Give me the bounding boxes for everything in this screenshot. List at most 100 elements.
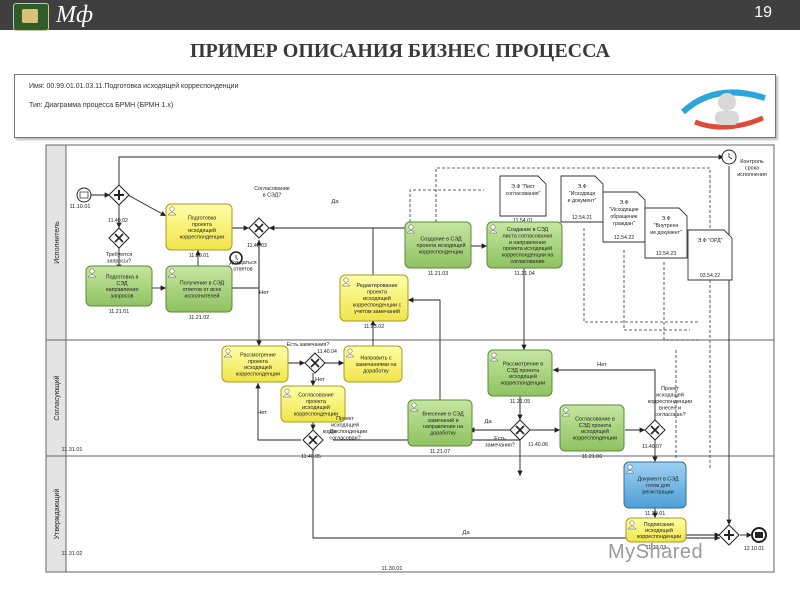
task-text: корреспонденции на [502, 253, 554, 259]
task-text: исходящей [188, 227, 216, 234]
task-text: корреспонденции [294, 412, 338, 418]
sequence-flow [312, 450, 720, 541]
task-text: СЭД проекта [579, 423, 611, 429]
association-flow [663, 262, 700, 341]
user-task-icon [223, 348, 233, 358]
pool-code: 11.30.01 [381, 566, 402, 572]
document-code: 11.54.01 [513, 218, 533, 224]
task-text: листа согласования [503, 233, 553, 239]
task-text: исходящей [645, 527, 673, 534]
task-t7: Рассмотрениепроектаисходящейкорреспонден… [221, 345, 289, 383]
task-text: Подготовка [188, 215, 216, 221]
task-box [559, 404, 625, 452]
lane-code: 11.10.01 [69, 204, 90, 210]
task-text: направление на [423, 424, 463, 430]
watermark-text: MyShared [608, 541, 704, 563]
task-text: Документ в СЭД [638, 477, 679, 483]
task-text: учетом замечаний [354, 308, 400, 315]
document-code: 12.54.21 [572, 215, 592, 221]
document-text: обращение [610, 214, 637, 220]
task-text: Рассмотрение [240, 352, 276, 358]
document-text: Э.Ф [577, 184, 586, 190]
task-text: исходящей [509, 373, 537, 380]
flow-label-no: Нет [257, 410, 267, 416]
document-code: 12.54.22 [614, 235, 634, 241]
task-t9: Согласованиепроектаисходящейкорреспонден… [280, 385, 346, 423]
exclusive-icon [650, 425, 660, 435]
user-task-icon [341, 277, 351, 287]
task-text: Рассмотрение в [503, 361, 543, 367]
gateway-code: 11.40.03 [247, 243, 267, 249]
gateway-label: Есть [494, 436, 506, 442]
task-box [85, 265, 153, 307]
wait-label: Дождаться [229, 260, 256, 266]
task-text: СЭД [116, 281, 128, 287]
task-code: 11.23.02 [364, 324, 385, 330]
gateway-label: согласован? [654, 412, 685, 418]
task-text: Подготовка в [106, 274, 139, 280]
document-text: "Исходящие [609, 207, 638, 213]
task-code: 11.21.02 [189, 315, 210, 321]
slide-title: ПРИМЕР ОПИСАНИЯ БИЗНЕС ПРОЦЕССА [190, 40, 610, 62]
task-text: корреспонденции [419, 249, 463, 255]
task-text: корреспонденции [501, 381, 545, 387]
document-icon [687, 229, 733, 281]
event-end: 12.10.01 [744, 527, 767, 552]
gateway-label: Требуются [106, 252, 133, 258]
task-box [625, 517, 687, 543]
task-text: проекта исходящей [417, 242, 466, 249]
flow-label-yes: Да [331, 199, 339, 205]
task-t2: Подготовкапроектаисходящейкорреспонденци… [165, 203, 233, 259]
task-t14: Подписаниеисходящейкорреспонденции11.23.… [625, 517, 687, 551]
task-code: 11.21.03 [428, 271, 449, 277]
task-text: исходящей [581, 428, 609, 435]
task-t6: Редактированиепроектаисходящейкорреспонд… [339, 274, 409, 330]
document-icon [644, 207, 688, 259]
task-text: корреспонденции с [353, 302, 402, 308]
document-code: 12.54.23 [656, 251, 676, 257]
timer-label: срока [745, 166, 759, 172]
task-text: корреспонденции [236, 372, 280, 378]
task-text: исходящей [244, 364, 272, 371]
emblem-logo [13, 3, 49, 31]
user-task-icon [167, 206, 177, 216]
lane-label: Согласующий [53, 375, 61, 420]
task-text: ответов от всех [183, 287, 222, 293]
task-code: 11.21.04 [514, 271, 535, 277]
task-text: корреспонденции [180, 235, 224, 241]
document-text: "Исходящи [569, 191, 596, 197]
document-text: Э.Ф "Лист [511, 184, 535, 190]
clock-icon [235, 255, 239, 261]
gateway-g5: Проектисходящейкорреспонденциисогласован… [301, 416, 367, 460]
user-task-icon [167, 268, 177, 278]
gateway-label: согласован? [329, 436, 360, 442]
task-box [486, 221, 563, 269]
task-code: 11.20.01 [645, 511, 666, 517]
task-code: 11.21.07 [430, 449, 451, 455]
process-info-box: Имя: 00.99.01.01.03.11.Подготовка исходя… [14, 74, 776, 138]
task-text: запросов [110, 294, 133, 300]
document-text: Э.Ф [661, 216, 670, 222]
task-box [280, 385, 346, 423]
document-text: "Внутренн [654, 223, 679, 229]
gateway-code: 11.40.07 [642, 444, 662, 450]
user-task-icon [409, 402, 419, 412]
user-task-icon [627, 520, 637, 530]
task-code: 11.21.05 [510, 399, 531, 405]
gateway-label: запросы? [107, 259, 131, 265]
lane-header-strip [45, 144, 67, 573]
gateway-g4: Есть замечания?11.40.04 [287, 342, 337, 374]
task-text: проекта [306, 399, 326, 405]
gateway-label: Есть замечания? [287, 342, 330, 348]
flow-label-yes: Да [329, 429, 337, 435]
tasks: Подготовка вСЭДнаправлениезапросов11.21.… [85, 203, 687, 551]
end-event-code: 12.10.01 [744, 546, 764, 552]
wait-label: ответов [233, 267, 252, 273]
gateway-label: Согласование [254, 186, 289, 192]
